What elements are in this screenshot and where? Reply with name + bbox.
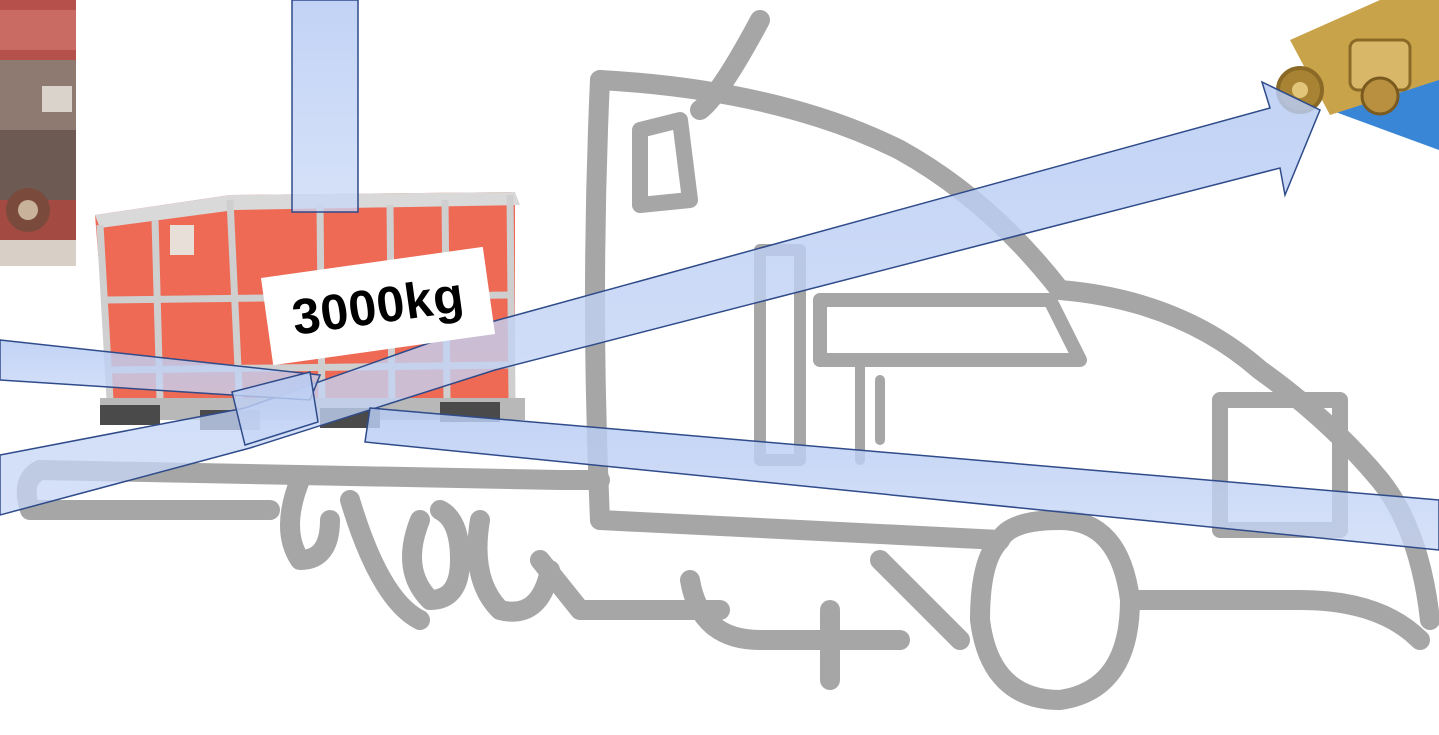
- gravity-force-arrow: [292, 0, 358, 212]
- trailer-photo: [0, 0, 76, 266]
